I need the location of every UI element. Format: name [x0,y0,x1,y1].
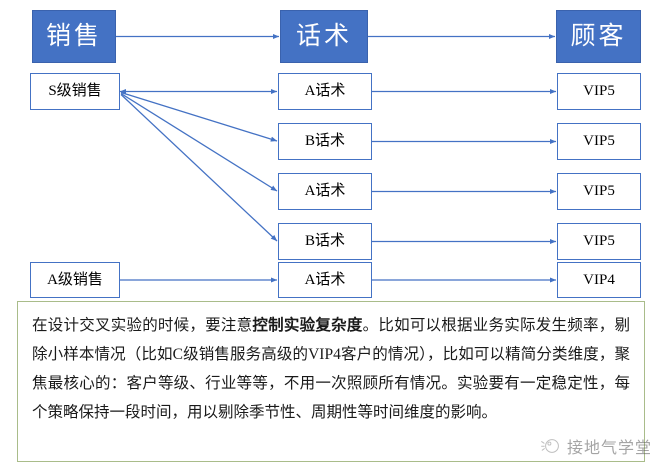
script-node-row3-label: A话术 [304,183,346,199]
customer-node-row3[interactable]: VIP5 [557,173,641,210]
note-paragraph: 在设计交叉实验的时候，要注意控制实验复杂度。比如可以根据业务实际发生频率，剔除小… [32,311,630,427]
script-node-row4[interactable]: B话术 [278,223,372,260]
customer-node-row2-label: VIP5 [583,133,615,149]
script-node-row2-label: B话术 [304,133,345,149]
customer-node-row1[interactable]: VIP5 [557,73,641,110]
customer-node-row1-label: VIP5 [583,83,615,99]
script-node-row4-label: B话术 [304,233,345,249]
note-emphasis: 控制实验复杂度 [252,317,363,334]
header-box-script[interactable]: 话术 [280,10,368,63]
header-label-sales: 销售 [45,23,102,50]
script-node-row2[interactable]: B话术 [278,123,372,160]
script-node-row1[interactable]: A话术 [278,73,372,110]
circle-logo-icon [541,439,559,453]
watermark-label: 接地气学堂 [566,440,652,457]
sales-node-a-label: A级销售 [47,271,103,288]
script-node-row3[interactable]: A话术 [278,173,372,210]
sales-node-s[interactable]: S级销售 [30,73,120,110]
note-prefix: 在设计交叉实验的时候，要注意 [32,317,253,334]
customer-node-row4-label: VIP5 [583,233,615,249]
sales-node-a[interactable]: A级销售 [30,262,120,298]
header-label-customer: 顾客 [570,23,627,50]
note-suffix: 。比如可以根据业务实际发生频率，剔除小样本情况（比如C级销售服务高级的VIP4客… [32,317,630,421]
sales-node-s-label: S级销售 [48,83,102,99]
script-node-row5[interactable]: A话术 [278,262,372,298]
script-node-row5-label: A话术 [304,271,346,288]
customer-node-row5-label: VIP4 [583,271,615,288]
header-box-customer[interactable]: 顾客 [556,10,641,63]
note-box: 在设计交叉实验的时候，要注意控制实验复杂度。比如可以根据业务实际发生频率，剔除小… [17,301,645,462]
customer-node-row5[interactable]: VIP4 [557,262,641,298]
watermark: 接地气学堂 [540,434,652,458]
customer-node-row2[interactable]: VIP5 [557,123,641,160]
customer-node-row3-label: VIP5 [583,183,615,199]
customer-node-row4[interactable]: VIP5 [557,223,641,260]
script-node-row1-label: A话术 [304,83,346,99]
header-label-script: 话术 [295,23,352,50]
header-box-sales[interactable]: 销售 [32,10,116,63]
